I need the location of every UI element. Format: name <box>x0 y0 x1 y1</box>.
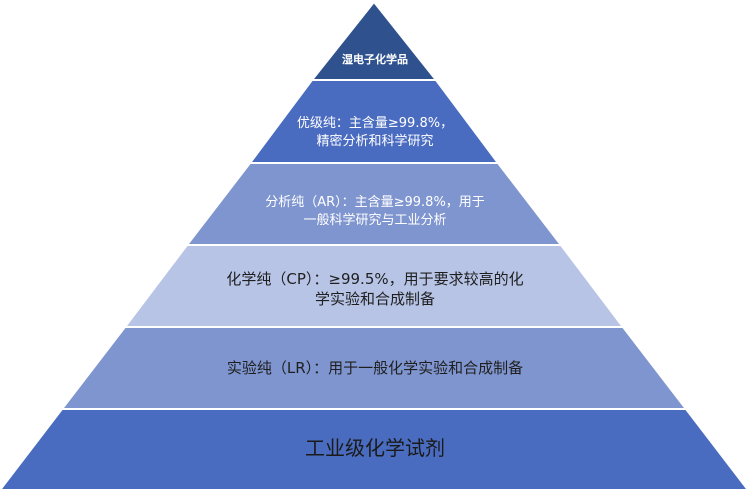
tier-label-chemically-pure: 化学纯（CP）：≥99.5%，用于要求较高的化 学实验和合成制备 <box>226 269 524 308</box>
tier-label-laboratory-reagent: 实验纯（LR）：用于一般化学实验和合成制备 <box>226 358 524 377</box>
tier-label-wet-electronic-chemicals: 湿电子化学品 <box>342 52 408 66</box>
tier-industrial-grade <box>0 408 749 491</box>
tier-label-guaranteed-reagent: 优级纯：主含量≥99.8%， 精密分析和科学研究 <box>296 116 454 149</box>
tier-label-industrial-grade: 工业级化学试剂 <box>305 435 445 460</box>
tier-label-analytical-reagent: 分析纯（AR）：主含量≥99.8%，用于 一般科学研究与工业分析 <box>265 195 485 228</box>
